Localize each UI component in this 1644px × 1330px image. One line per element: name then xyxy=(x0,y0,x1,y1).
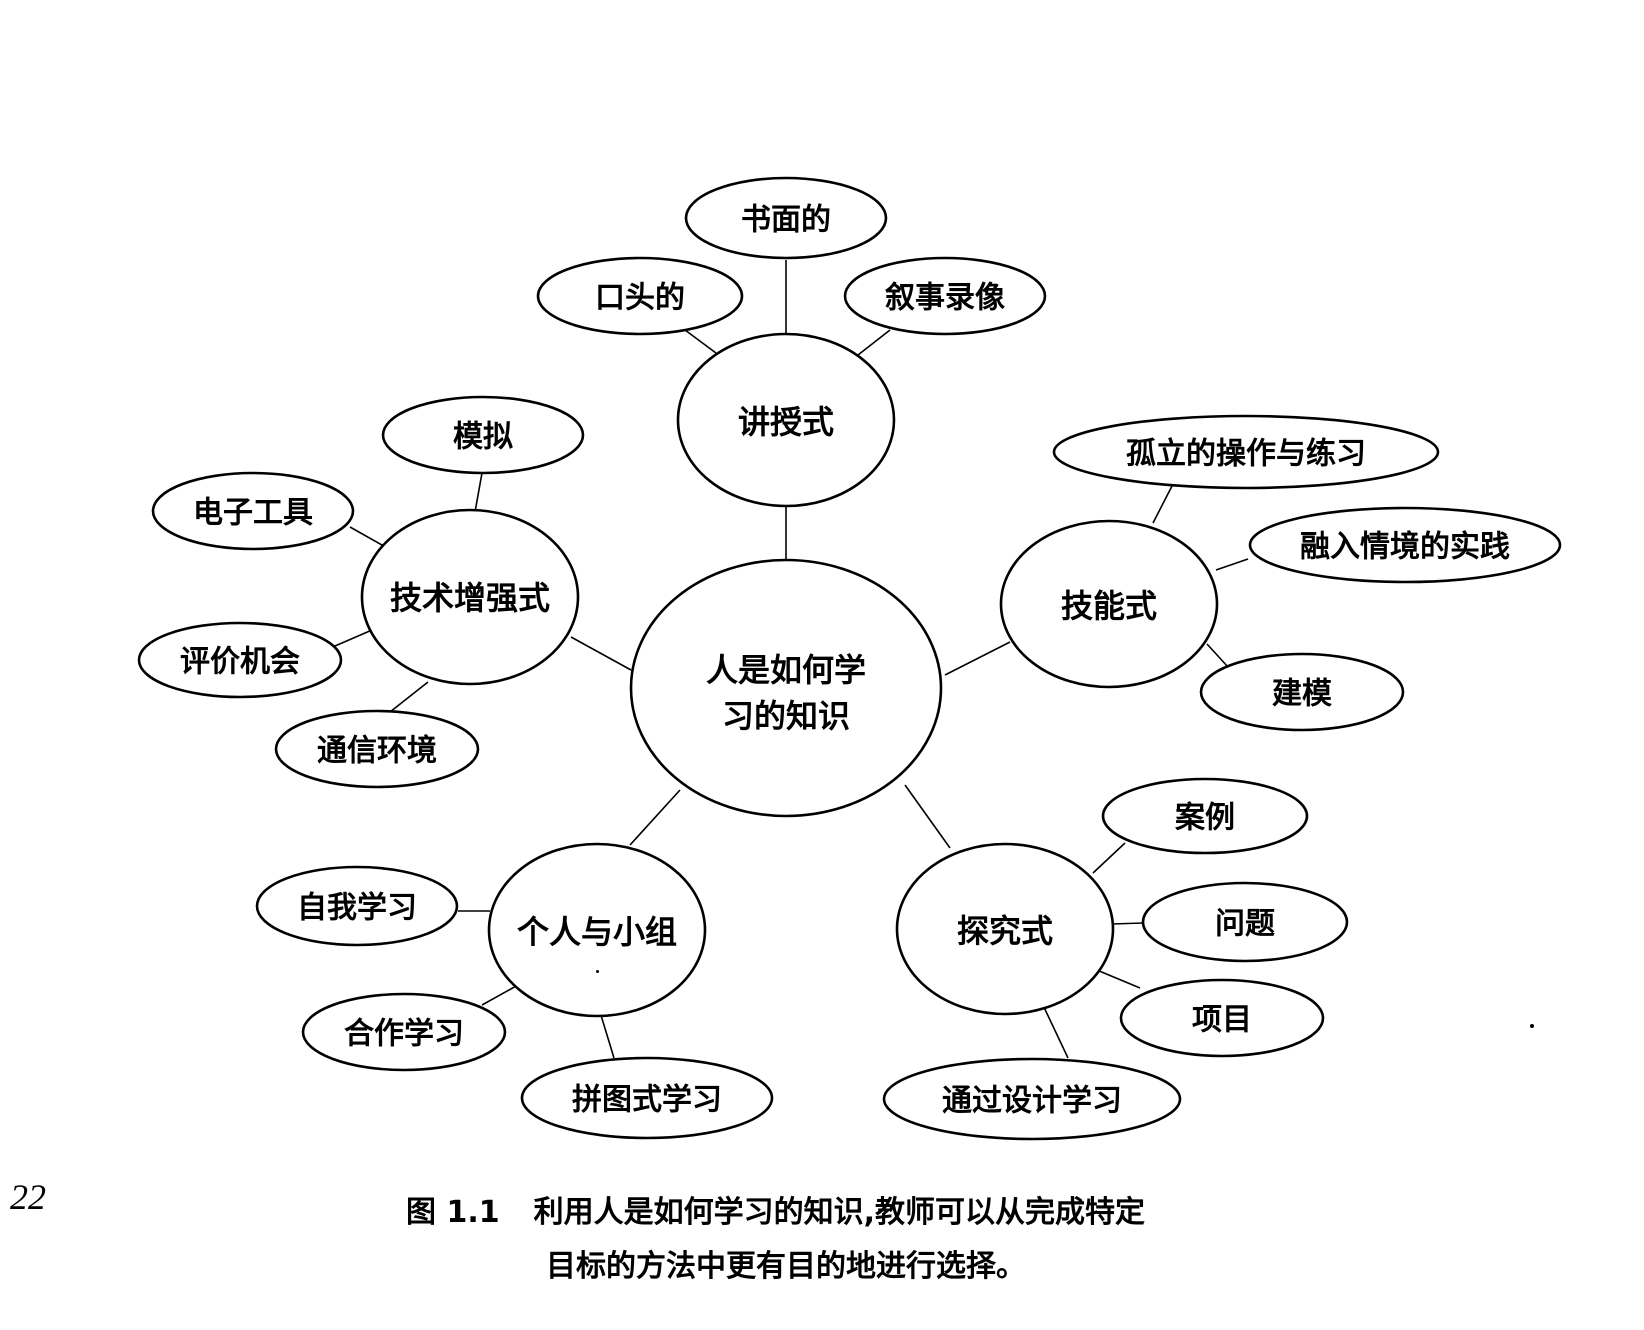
leaf-problem-label: 问题 xyxy=(1215,907,1275,942)
connector-center-group xyxy=(629,789,681,846)
leaf-communication-environment-label: 通信环境 xyxy=(317,734,437,769)
mind-map-diagram: 人是如何学 习的知识 讲授式 书面的 口头的 叙事录像 技术增强式 模拟 电子工… xyxy=(137,176,1562,1141)
connector-tech-etools xyxy=(349,526,383,546)
hub-lecture: 讲授式 xyxy=(676,332,896,508)
connector-lecture-video xyxy=(857,329,891,356)
hub-skill-label: 技能式 xyxy=(1061,587,1157,625)
page-number: 22 xyxy=(10,1177,46,1217)
connector-tech-simulation xyxy=(474,472,483,513)
leaf-cooperative-learning-label: 合作学习 xyxy=(344,1017,464,1052)
leaf-situated-practice: 融入情境的实践 xyxy=(1248,506,1562,584)
connector-center-skill xyxy=(944,641,1011,676)
leaf-learning-by-design-label: 通过设计学习 xyxy=(942,1084,1122,1119)
connector-lecture-oral xyxy=(684,329,717,354)
connector-skill-situated xyxy=(1215,558,1249,571)
center-node: 人是如何学 习的知识 xyxy=(629,558,943,818)
leaf-self-study: 自我学习 xyxy=(255,865,459,947)
connector-group-cooperative xyxy=(481,984,519,1006)
leaf-self-study-label: 自我学习 xyxy=(297,891,417,926)
leaf-situated-practice-label: 融入情境的实践 xyxy=(1300,530,1510,565)
leaf-narrative-video-label: 叙事录像 xyxy=(885,281,1005,316)
caption-text-line2: 目标的方法中更有目的地进行选择。 xyxy=(546,1249,1026,1284)
leaf-learning-by-design: 通过设计学习 xyxy=(882,1057,1182,1141)
leaf-project: 项目 xyxy=(1119,978,1325,1058)
connector-inquiry-case xyxy=(1092,842,1126,874)
leaf-case-label: 案例 xyxy=(1175,801,1235,836)
connector-center-inquiry xyxy=(904,784,951,849)
connector-tech-assessment xyxy=(334,629,373,647)
center-node-label-line1: 人是如何学 xyxy=(706,651,866,689)
leaf-written-label: 书面的 xyxy=(741,203,831,238)
connector-skill-drill xyxy=(1152,485,1173,524)
hub-inquiry: 探究式 xyxy=(895,842,1115,1016)
leaf-modeling-label: 建模 xyxy=(1272,677,1332,712)
leaf-problem: 问题 xyxy=(1141,881,1349,963)
center-node-label-line2: 习的知识 xyxy=(722,697,850,735)
connector-tech-communication xyxy=(389,681,429,713)
leaf-modeling: 建模 xyxy=(1199,652,1405,732)
caption-line-1: 图 1.1 利用人是如何学习的知识,教师可以从完成特定 xyxy=(406,1186,1145,1240)
hub-skill: 技能式 xyxy=(999,519,1219,689)
connector-center-tech xyxy=(570,636,632,671)
leaf-written: 书面的 xyxy=(684,176,888,260)
connector-inquiry-design xyxy=(1041,1002,1069,1059)
leaf-communication-environment: 通信环境 xyxy=(274,709,480,789)
leaf-electronic-tools-label: 电子工具 xyxy=(193,496,313,531)
leaf-electronic-tools: 电子工具 xyxy=(151,471,355,551)
hub-tech-enhanced-label: 技术增强式 xyxy=(390,579,550,617)
leaf-simulation: 模拟 xyxy=(381,395,585,475)
leaf-jigsaw-learning-label: 拼图式学习 xyxy=(572,1083,722,1118)
leaf-oral: 口头的 xyxy=(536,256,744,336)
leaf-case: 案例 xyxy=(1101,777,1309,855)
connector-group-jigsaw xyxy=(599,1011,615,1059)
leaf-narrative-video: 叙事录像 xyxy=(843,256,1047,336)
leaf-simulation-label: 模拟 xyxy=(453,420,513,455)
hub-individual-group-label: 个人与小组 xyxy=(517,913,677,951)
leaf-assessment-opportunity-label: 评价机会 xyxy=(180,645,300,680)
leaf-jigsaw-learning: 拼图式学习 xyxy=(520,1056,774,1140)
stray-dot xyxy=(1530,1024,1534,1028)
stray-dot xyxy=(596,970,599,973)
leaf-project-label: 项目 xyxy=(1192,1003,1252,1038)
connector-skill-modeling xyxy=(1206,643,1229,668)
leaf-oral-label: 口头的 xyxy=(595,281,685,316)
leaf-isolated-drill: 孤立的操作与练习 xyxy=(1052,414,1440,490)
leaf-assessment-opportunity: 评价机会 xyxy=(137,621,343,699)
hub-individual-group: 个人与小组 xyxy=(487,842,707,1018)
connector-inquiry-problem xyxy=(1111,922,1144,925)
leaf-cooperative-learning: 合作学习 xyxy=(301,992,507,1072)
hub-inquiry-label: 探究式 xyxy=(957,912,1053,950)
figure-label: 图 1.1 xyxy=(406,1195,500,1230)
hub-lecture-label: 讲授式 xyxy=(738,403,834,441)
caption-text-line1: 利用人是如何学习的知识,教师可以从完成特定 xyxy=(533,1195,1145,1230)
leaf-isolated-drill-label: 孤立的操作与练习 xyxy=(1126,437,1366,472)
hub-tech-enhanced: 技术增强式 xyxy=(360,508,580,686)
